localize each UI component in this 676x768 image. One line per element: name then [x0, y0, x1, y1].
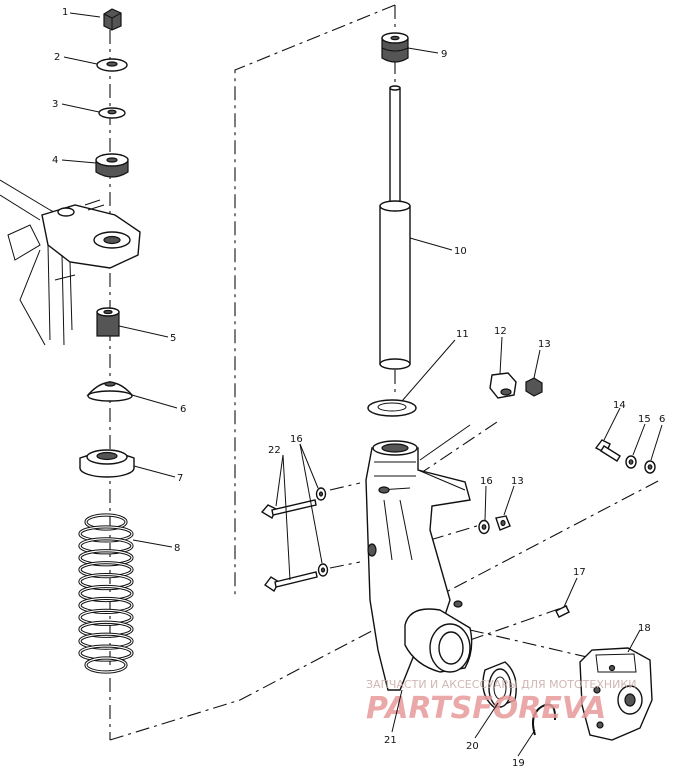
- spring-coil-highlight: [79, 538, 133, 554]
- spring-coil-highlight: [79, 597, 133, 614]
- callout-12: 12: [494, 326, 507, 337]
- caliper-bolt: [594, 439, 621, 462]
- steering-knuckle: [365, 440, 473, 691]
- spring-coil-highlight: [79, 609, 133, 625]
- watermark: ЗАПЧАСТИ И АКСЕССУАРЫ ДЛЯ МОТОТЕХНИКИ PA…: [366, 678, 636, 726]
- callout-2: 2: [54, 52, 60, 63]
- callout-1: 1: [62, 7, 68, 18]
- callout-16-left: 16: [290, 434, 303, 445]
- leader-lines: [61, 12, 663, 757]
- callout-6-right: 6: [659, 414, 665, 425]
- spring-coil-highlight: [79, 621, 133, 637]
- clamp-nut: [525, 377, 543, 397]
- spring-coil-highlight: [79, 573, 133, 590]
- snap-ring: [532, 703, 557, 736]
- washer-3: [98, 107, 126, 119]
- callout-4: 4: [52, 155, 58, 166]
- callout-7: 7: [177, 473, 183, 484]
- spring-coil-highlight: [85, 514, 127, 530]
- callout-13-right: 13: [511, 476, 524, 487]
- callout-11: 11: [456, 329, 469, 340]
- arm-nut: [495, 515, 511, 531]
- spring-coil-highlight: [79, 526, 133, 542]
- spring-cup: [86, 381, 134, 402]
- arm-washer: [478, 519, 490, 535]
- spring-coil-highlight: [79, 562, 133, 578]
- top-nut: [103, 8, 122, 31]
- callout-3: 3: [52, 99, 58, 110]
- callout-14: 14: [613, 400, 626, 411]
- callout-labels: 1 2 3 4 5 6 7 8 9 10 11 12 13 14 15 6 22…: [52, 7, 665, 768]
- spring-coil-highlight: [79, 645, 133, 661]
- callout-6-cup: 6: [180, 404, 186, 415]
- frame-mount-bracket: [0, 179, 141, 346]
- coil-spring: [78, 513, 134, 674]
- knuckle-bolt-upper: [260, 499, 317, 520]
- bump-stop: [381, 32, 409, 63]
- callout-17: 17: [573, 567, 586, 578]
- callout-13-top: 13: [538, 339, 551, 350]
- brake-caliper: [579, 647, 653, 741]
- knuckle-washer-lower: [317, 563, 329, 577]
- rubber-bushing: [95, 153, 129, 178]
- spring-coil-highlight: [85, 657, 127, 673]
- callout-18: 18: [638, 623, 651, 634]
- knuckle-washer-upper: [315, 487, 327, 501]
- callout-19: 19: [512, 758, 525, 768]
- caliper-washer: [625, 455, 637, 469]
- callout-21: 21: [384, 735, 397, 746]
- dust-seal: [367, 399, 417, 417]
- knuckle-bolt-lower: [263, 571, 318, 593]
- spring-coil-highlight: [79, 550, 133, 566]
- callout-16-right: 16: [480, 476, 493, 487]
- callout-22: 22: [268, 445, 281, 456]
- callout-20: 20: [466, 741, 479, 752]
- washer-2: [96, 58, 128, 72]
- shock-strut: [379, 85, 411, 370]
- callout-9-top: 9: [441, 49, 447, 60]
- wheel-bearing: [482, 661, 517, 709]
- spring-coil-highlight: [79, 633, 133, 649]
- caliper-lock-washer: [644, 460, 656, 474]
- callout-8: 8: [174, 543, 180, 554]
- watermark-tagline: ЗАПЧАСТИ И АКСЕССУАРЫ ДЛЯ МОТОТЕХНИКИ: [366, 678, 636, 691]
- bleeder-screw: [555, 605, 570, 618]
- spacer-sleeve: [96, 307, 120, 337]
- callout-5: 5: [170, 333, 176, 344]
- spring-coil-highlight: [79, 585, 133, 602]
- callout-10: 10: [454, 246, 467, 257]
- callout-15: 15: [638, 414, 651, 425]
- spring-seat: [79, 449, 135, 478]
- brake-line-clamp: [489, 372, 517, 399]
